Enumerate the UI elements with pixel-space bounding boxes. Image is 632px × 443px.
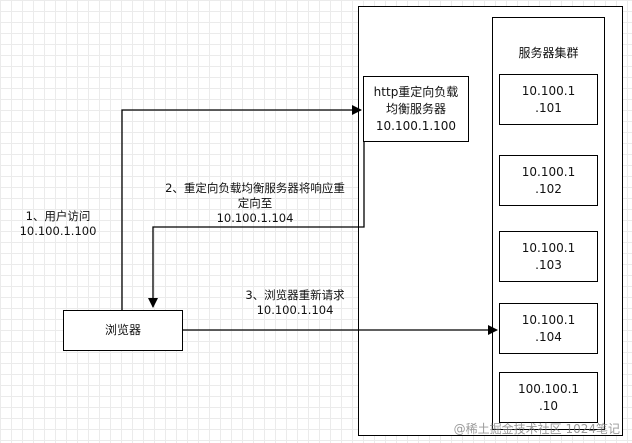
browser-node: 浏览器 (63, 310, 183, 351)
arrow-user-request (121, 105, 362, 310)
server-node-102: 10.100.1 .102 (499, 155, 598, 206)
arrow-redirect-response (148, 142, 365, 308)
step-2-label: 2、重定向负载均衡服务器将响应重 定向至 10.100.1.104 (165, 181, 345, 225)
cluster-title: 服务器集群 (518, 46, 579, 60)
server-node-101: 10.100.1 .101 (499, 74, 598, 125)
step-1-label: 1、用户访问 10.100.1.100 (19, 209, 97, 238)
server-node-10: 100.100.1 .10 (499, 372, 598, 423)
server-node-104: 10.100.1 .104 (499, 303, 598, 354)
redirect-load-balancer: http重定向负载 均衡服务器 10.100.1.100 (363, 76, 469, 142)
server-node-103: 10.100.1 .103 (499, 231, 598, 282)
step-3-label: 3、浏览器重新请求 10.100.1.104 (245, 288, 345, 317)
watermark: @稀土掘金技术社区 1024笔记 (453, 422, 620, 436)
